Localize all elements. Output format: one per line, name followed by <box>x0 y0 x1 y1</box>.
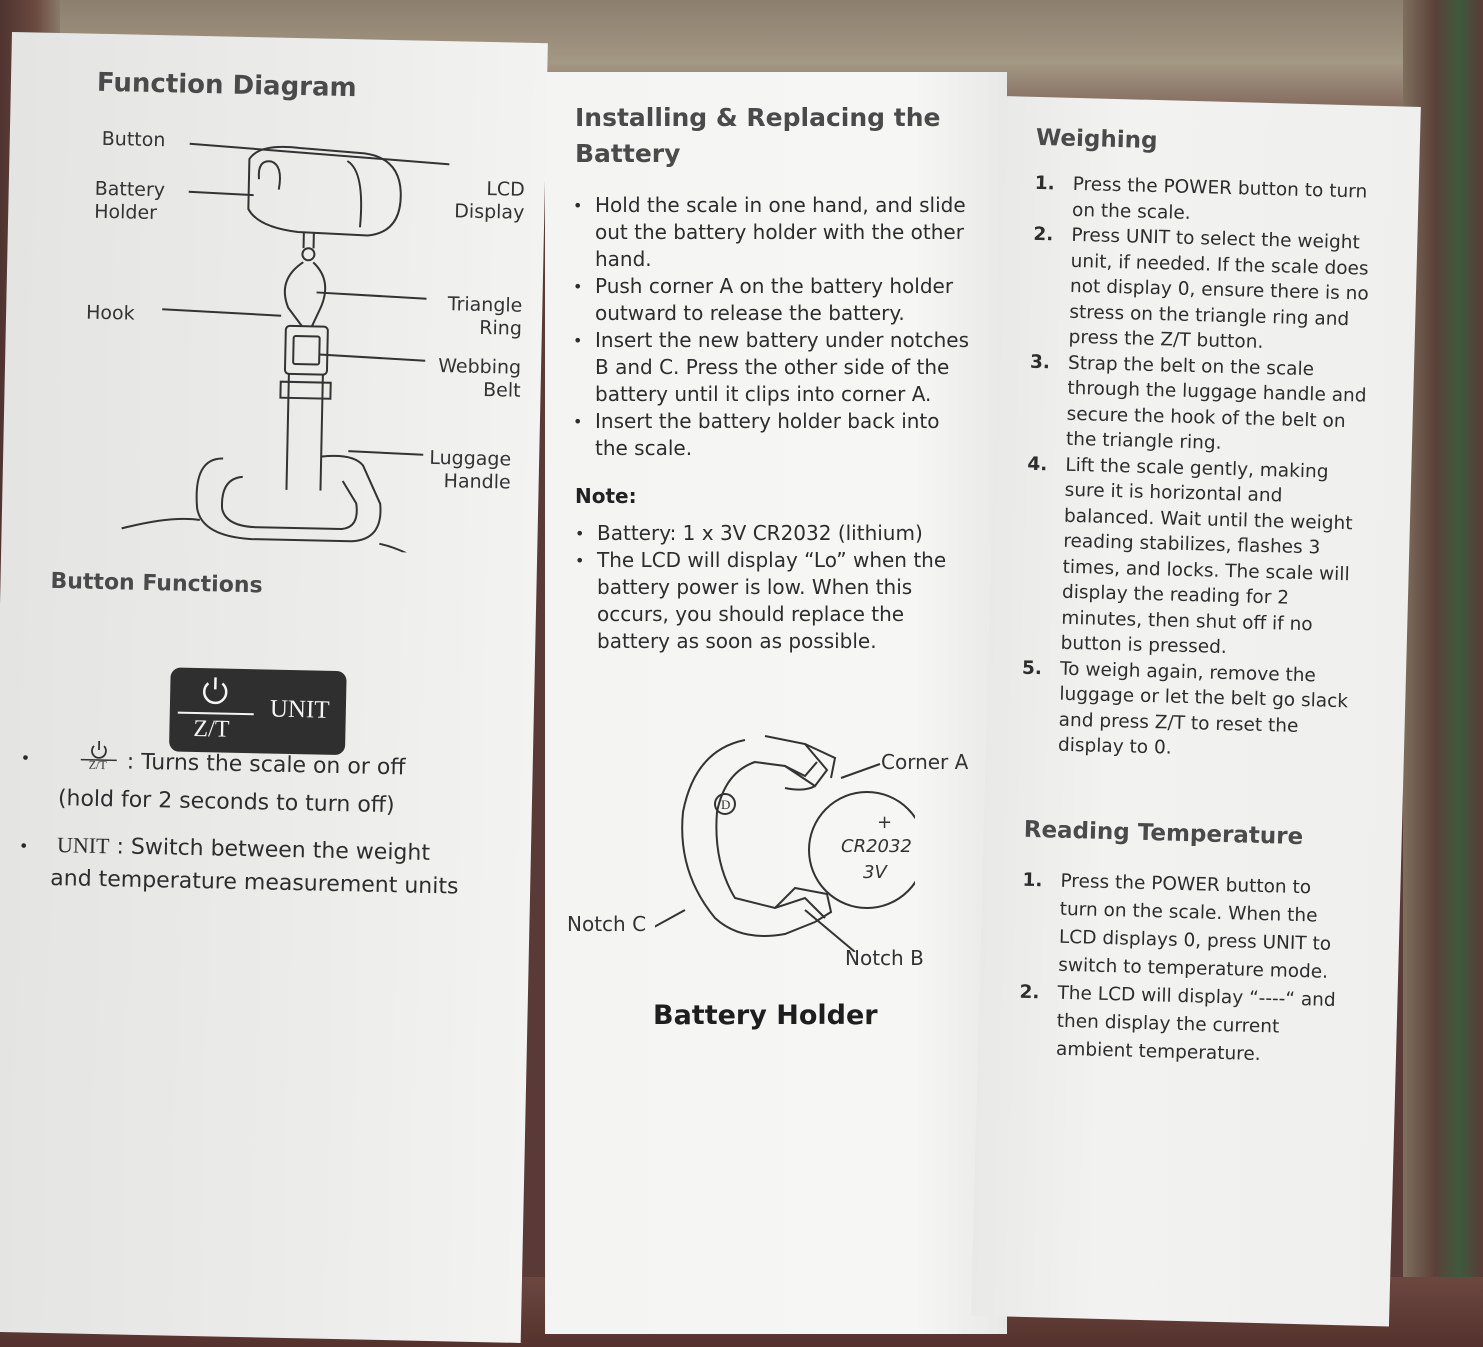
temperature-step: 1. Press the POWER button to turn on the … <box>1020 867 1355 988</box>
battery-plus-sign: + <box>877 812 893 833</box>
installing-steps-list: Hold the scale in one hand, and slide ou… <box>573 192 973 462</box>
installing-title: Installing & Replacing the Battery <box>575 100 940 172</box>
step-number: 1. <box>1022 869 1043 892</box>
step-number: 2. <box>1033 223 1054 246</box>
weighing-step: 3. Strap the belt on the scale through th… <box>1028 349 1377 460</box>
weighing-step: 2. Press UNIT to select the weight unit, … <box>1030 222 1379 359</box>
step-text: Press the POWER button to turn on the sc… <box>1071 173 1368 224</box>
divider-line <box>177 711 254 716</box>
installing-title-line2: Battery <box>575 139 681 168</box>
zt-small-label: Z/T <box>88 757 107 773</box>
battery-holder-caption: Battery Holder <box>653 1000 878 1031</box>
note-title: Note: <box>575 484 637 508</box>
function-diagram-title: Function Diagram <box>96 67 357 104</box>
installing-title-line1: Installing & Replacing the <box>575 103 941 132</box>
unit-function-text-line2: and temperature measurement units <box>50 865 459 900</box>
unit-button-label: UNIT <box>269 695 330 724</box>
battery-holder-diagram <box>655 735 915 952</box>
bullet-dot: • <box>18 836 29 856</box>
label-lcd-line2: Display <box>454 200 525 224</box>
panel-installing-battery: Installing & Replacing the Battery Hold … <box>545 72 1007 1334</box>
step-number: 3. <box>1029 351 1051 373</box>
step-text: Press UNIT to select the weight unit, if… <box>1068 224 1369 353</box>
installing-step: Insert the new battery under notches B a… <box>573 327 973 408</box>
step-text: Press the POWER button to turn on the sc… <box>1057 870 1332 983</box>
label-corner-a: Corner A <box>881 750 969 774</box>
battery-model-label: CR2032 <box>841 836 912 857</box>
power-icon-small <box>80 740 117 762</box>
battery-voltage-label: 3V <box>863 862 887 883</box>
weighing-steps-list: 1. Press the POWER button to turn on the … <box>1020 171 1381 766</box>
weighing-step: 1. Press the POWER button to turn on the … <box>1034 171 1381 231</box>
power-function-text-line1: : Turns the scale on or off <box>126 749 406 781</box>
temperature-steps-list: 1. Press the POWER button to turn on the … <box>1018 867 1355 1072</box>
luggage-scale-diagram <box>121 142 450 554</box>
bullet-dot: • <box>20 748 31 768</box>
weighing-title: Weighing <box>1035 124 1158 155</box>
weighing-step: 4. Lift the scale gently, making sure it … <box>1022 451 1373 664</box>
notes-list: Battery: 1 x 3V CR2032 (lithium) The LCD… <box>575 520 975 655</box>
label-notch-b: Notch B <box>845 946 924 970</box>
battery-holder-marker: D <box>721 797 731 812</box>
panel-weighing: Weighing 1. Press the POWER button to tur… <box>971 96 1421 1327</box>
button-panel-illustration: Z/T UNIT <box>168 667 347 756</box>
unit-function-desc: : Switch between the weight <box>109 834 431 866</box>
power-icon <box>203 677 228 705</box>
note-item: The LCD will display “Lo” when the batte… <box>575 547 975 655</box>
step-number: 5. <box>1021 657 1043 679</box>
step-text: Lift the scale gently, making sure it is… <box>1060 454 1353 659</box>
step-number: 1. <box>1034 172 1055 195</box>
installing-step: Insert the battery holder back into the … <box>573 408 973 462</box>
note-item: Battery: 1 x 3V CR2032 (lithium) <box>575 520 975 547</box>
step-text: The LCD will display “----“ and then dis… <box>1055 982 1336 1066</box>
step-number: 4. <box>1027 453 1048 475</box>
unit-inline-label: UNIT <box>56 832 110 859</box>
panel-function-diagram: Function Diagram Button Battery Holder H… <box>0 32 548 1343</box>
temperature-step: 2. The LCD will display “----“ and then d… <box>1018 979 1352 1072</box>
reading-temperature-title: Reading Temperature <box>1023 816 1304 851</box>
installing-step: Hold the scale in one hand, and slide ou… <box>573 192 973 273</box>
button-functions-title: Button Functions <box>50 568 263 599</box>
label-lcd-line1: LCD <box>486 177 526 201</box>
power-function-text-line2: (hold for 2 seconds to turn off) <box>57 786 395 819</box>
zt-button-label: Z/T <box>193 715 230 743</box>
label-notch-c: Notch C <box>567 912 647 936</box>
unit-function-text-line1: UNIT : Switch between the weight <box>57 830 431 869</box>
weighing-step: 5. To weigh again, remove the luggage or … <box>1020 655 1369 766</box>
installing-step: Push corner A on the battery holder outw… <box>573 273 973 327</box>
step-text: Strap the belt on the scale through the … <box>1065 352 1367 454</box>
step-text: To weigh again, remove the luggage or le… <box>1057 658 1349 759</box>
step-number: 2. <box>1019 981 1040 1004</box>
